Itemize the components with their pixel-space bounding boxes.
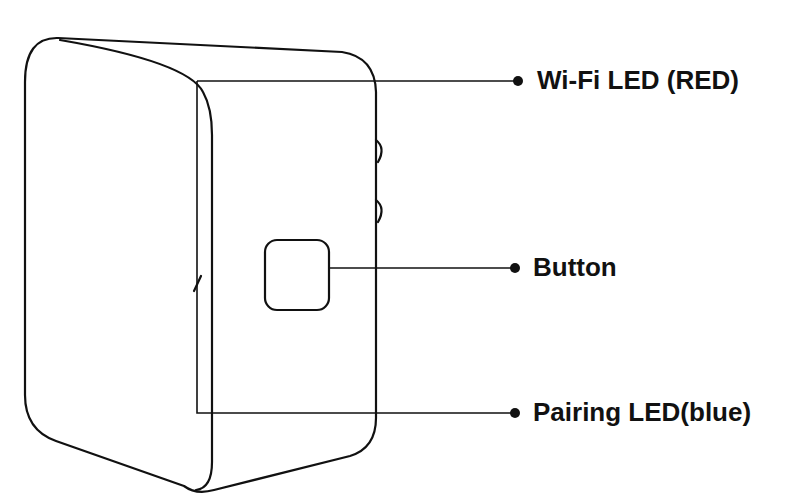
plug-prong xyxy=(376,200,382,222)
leader-dot xyxy=(510,408,520,418)
leader-line xyxy=(329,267,515,269)
part-label: Button xyxy=(533,253,617,283)
device-outline xyxy=(25,38,376,492)
part-label: Wi-Fi LED (RED) xyxy=(537,66,739,96)
button-shape xyxy=(265,240,329,310)
part-label: Pairing LED(blue) xyxy=(533,398,751,428)
leader-dot xyxy=(513,76,523,86)
leader-dot xyxy=(510,263,520,273)
front-face-edge xyxy=(60,40,212,490)
plug-prong xyxy=(376,140,382,162)
leader-line xyxy=(197,81,515,413)
leader-line xyxy=(197,80,517,82)
